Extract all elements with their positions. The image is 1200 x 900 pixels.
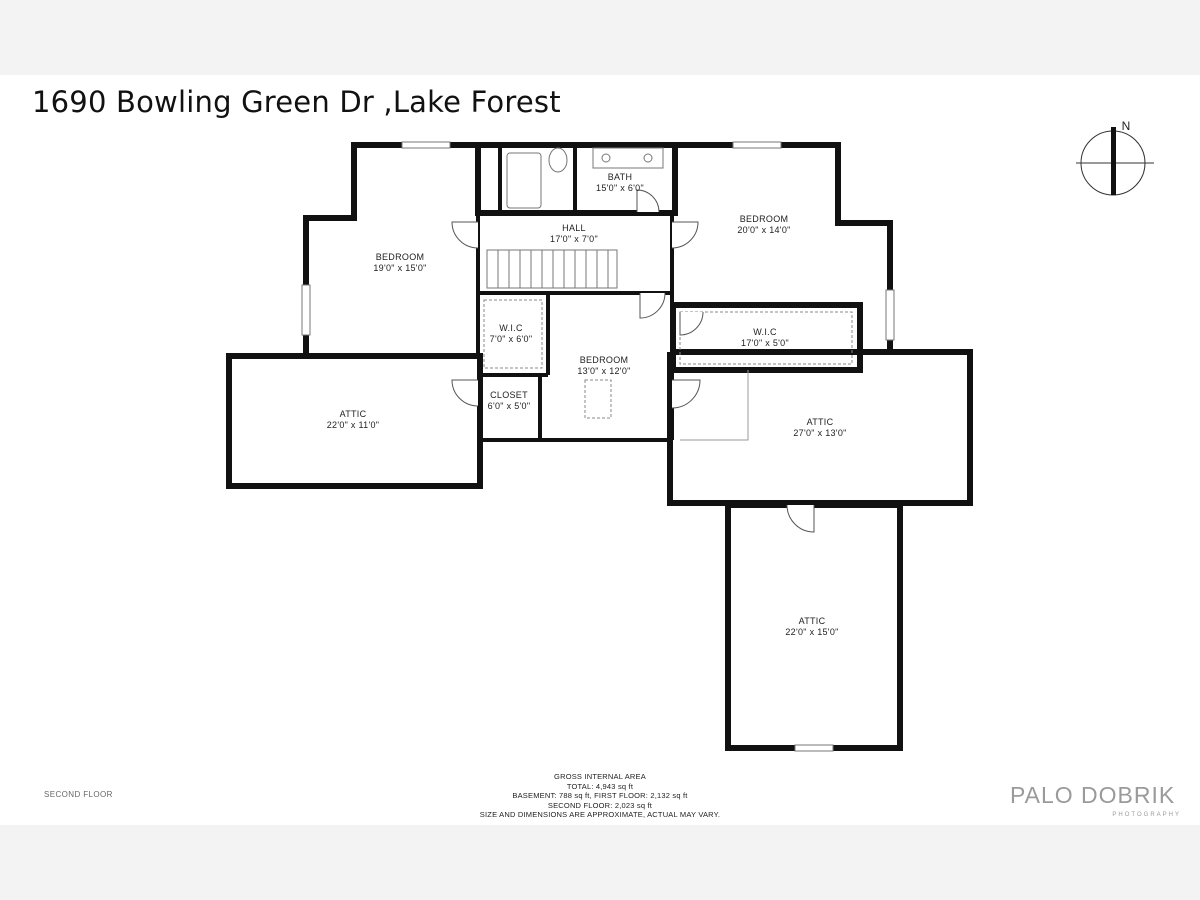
- staircase: [486, 249, 618, 289]
- room-name: W.I.C: [753, 327, 777, 337]
- room-name: CLOSET: [490, 390, 528, 400]
- room-dims: 13'0" x 12'0": [577, 366, 630, 376]
- door-swings: [451, 189, 815, 533]
- attic-passage: [680, 370, 749, 441]
- room-name: BEDROOM: [740, 214, 789, 224]
- room-dims: 6'0" x 5'0": [488, 401, 531, 411]
- room-dims: 7'0" x 6'0": [490, 334, 533, 344]
- room-labels: BEDROOM 19'0" x 15'0" BATH 15'0" x 6'0" …: [327, 172, 847, 637]
- room-dims: 27'0" x 13'0": [793, 428, 846, 438]
- room-dims: 17'0" x 5'0": [741, 338, 789, 348]
- closet-shelving: [483, 299, 853, 419]
- room-name: BEDROOM: [376, 252, 425, 262]
- room-name: ATTIC: [340, 409, 367, 419]
- room-dims: 19'0" x 15'0": [373, 263, 426, 273]
- brand-logo: PALO DOBRIK PHOTOGRAPHY: [1010, 782, 1185, 822]
- brand-name: PALO DOBRIK: [1010, 782, 1176, 808]
- room-dims: 17'0" x 7'0": [550, 234, 598, 244]
- floor-label: SECOND FLOOR: [44, 790, 113, 799]
- brand-subtitle: PHOTOGRAPHY: [1112, 812, 1181, 818]
- room-dims: 15'0" x 6'0": [596, 183, 644, 193]
- area-note-line: GROSS INTERNAL AREA: [554, 772, 646, 781]
- room-dims: 20'0" x 14'0": [737, 225, 790, 235]
- wall-attic-east: [667, 349, 973, 506]
- wall-attic-west: [226, 353, 483, 489]
- room-name: ATTIC: [807, 417, 834, 427]
- room-name: W.I.C: [499, 323, 523, 333]
- room-dims: 22'0" x 11'0": [327, 420, 380, 430]
- area-note-line: BASEMENT: 788 sq ft, FIRST FLOOR: 2,132 …: [512, 791, 688, 800]
- area-summary: GROSS INTERNAL AREA TOTAL: 4,943 sq ft B…: [450, 772, 750, 820]
- compass-north-icon: N: [1076, 119, 1154, 196]
- room-name: ATTIC: [799, 616, 826, 626]
- bath-fixtures: [506, 147, 664, 209]
- room-name: BATH: [608, 172, 633, 182]
- compass-label: N: [1122, 119, 1131, 133]
- room-dims: 22'0" x 15'0": [785, 627, 838, 637]
- area-note-line: TOTAL: 4,943 sq ft: [566, 781, 634, 791]
- room-name: BEDROOM: [580, 355, 629, 365]
- area-note-line: SECOND FLOOR: 2,023 sq ft: [547, 800, 653, 810]
- area-note-line: SIZE AND DIMENSIONS ARE APPROXIMATE, ACT…: [479, 810, 721, 819]
- property-address-title: 1690 Bowling Green Dr ,Lake Forest: [32, 85, 561, 119]
- room-name: HALL: [562, 223, 586, 233]
- floorplan-sheet: [0, 75, 1200, 825]
- windows: [301, 141, 895, 752]
